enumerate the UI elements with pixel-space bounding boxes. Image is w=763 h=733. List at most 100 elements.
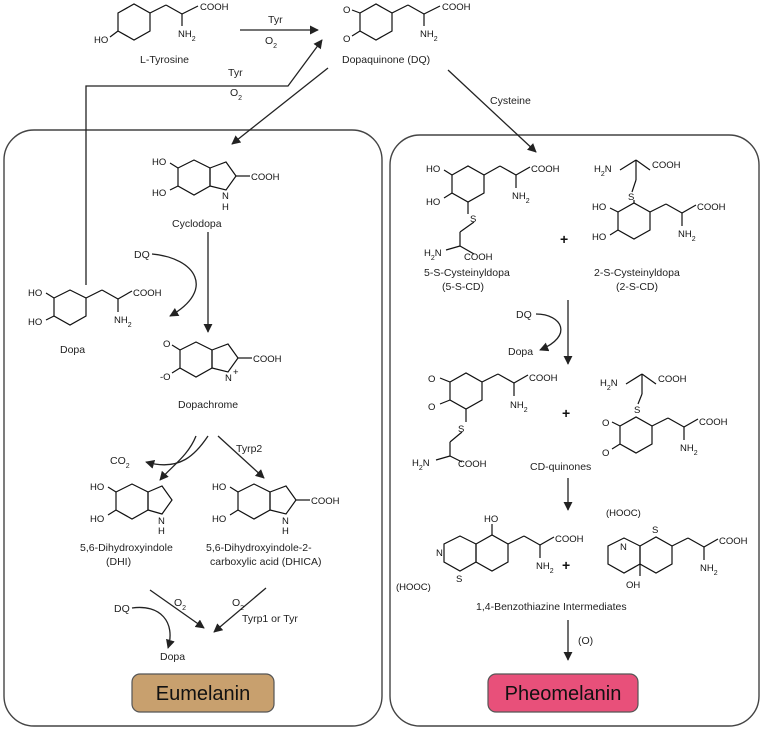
svg-text:N: N: [620, 542, 627, 553]
svg-text:S: S: [456, 574, 462, 585]
benzothiazine-label: 1,4-Benzothiazine Intermediates: [476, 601, 627, 613]
eumelanin-label: Eumelanin: [156, 683, 251, 705]
svg-text:COOH: COOH: [464, 252, 493, 263]
svg-text:COOH: COOH: [251, 172, 280, 183]
5-s-cysteinyldopa-structure: HO HO COOH NH2 S H2N COOH: [424, 164, 560, 263]
tyrp1-tyr-label: Tyrp1 or Tyr: [242, 613, 298, 625]
svg-text:HO: HO: [152, 188, 166, 199]
5-s-cd-label-line2: (5-S-CD): [442, 281, 484, 293]
svg-text:NH2: NH2: [512, 191, 530, 205]
dopa-structure: HO HO COOH NH2: [28, 288, 162, 329]
pheomelanin-label: Pheomelanin: [505, 683, 622, 705]
svg-text:COOH: COOH: [133, 288, 162, 299]
svg-text:H: H: [158, 526, 165, 537]
svg-text:O: O: [428, 374, 435, 385]
benzothiazine-right-structure: (HOOC) S N COOH NH2 OH: [606, 508, 748, 591]
benzothiazine-left-structure: HO COOH NH2 N S (HOOC): [396, 514, 584, 593]
svg-text:-O: -O: [160, 372, 171, 383]
svg-text:S: S: [458, 424, 464, 435]
svg-text:COOH: COOH: [200, 2, 229, 13]
svg-text:HO: HO: [592, 202, 606, 213]
plus-sign-3: +: [562, 557, 570, 573]
dopachrome-to-dhica-arrow: [217, 435, 265, 479]
svg-text:S: S: [470, 214, 476, 225]
svg-text:NH2: NH2: [680, 443, 698, 457]
svg-text:HO: HO: [212, 514, 226, 525]
svg-text:COOH: COOH: [529, 373, 558, 384]
svg-text:COOH: COOH: [697, 202, 726, 213]
svg-text:+: +: [233, 367, 239, 378]
pheomelanin-panel: [389, 134, 760, 727]
dhica-label-line1: 5,6-Dihydroxyindole-2-: [206, 542, 312, 554]
svg-text:NH2: NH2: [536, 561, 554, 575]
svg-text:NH2: NH2: [178, 29, 196, 43]
svg-text:O: O: [602, 448, 609, 459]
tyr-label: Tyr: [268, 14, 283, 26]
tyrosine-structure: COOH NH2 HO: [94, 2, 229, 46]
svg-text:N: N: [225, 373, 232, 384]
pheomelanin-box: [487, 673, 639, 713]
svg-text:H: H: [222, 202, 229, 213]
dopaquinone-label: Dopaquinone (DQ): [342, 54, 430, 66]
svg-text:S: S: [652, 525, 658, 536]
dopachrome-label: Dopachrome: [178, 399, 238, 411]
dq-label-eumelanin: DQ: [134, 249, 150, 261]
svg-text:HO: HO: [212, 482, 226, 493]
svg-text:HO: HO: [152, 157, 166, 168]
svg-text:O: O: [343, 5, 350, 16]
svg-text:COOH: COOH: [658, 374, 687, 385]
svg-text:(HOOC): (HOOC): [396, 582, 431, 593]
svg-text:COOH: COOH: [555, 534, 584, 545]
2-s-cd-label-line2: (2-S-CD): [616, 281, 658, 293]
svg-text:O: O: [163, 339, 170, 350]
dopa-label-pheomelanin: Dopa: [508, 346, 533, 358]
svg-text:O: O: [602, 418, 609, 429]
svg-text:NH2: NH2: [420, 29, 438, 43]
svg-text:N: N: [222, 191, 229, 202]
svg-text:HO: HO: [426, 197, 440, 208]
5-s-cd-label-line1: 5-S-Cysteinyldopa: [424, 267, 510, 279]
co2-label: CO2: [110, 455, 130, 470]
dopachrome-to-dhi-arrow: [159, 435, 197, 481]
dhi-label-line2: (DHI): [106, 556, 131, 568]
svg-text:N: N: [282, 516, 289, 527]
svg-text:HO: HO: [90, 514, 104, 525]
svg-text:COOH: COOH: [531, 164, 560, 175]
dhi-structure: HO HO N H: [90, 482, 173, 537]
svg-text:H2N: H2N: [424, 248, 442, 262]
svg-text:H2N: H2N: [600, 378, 618, 392]
svg-text:Tyr: Tyr: [228, 67, 243, 79]
tyrp2-label: Tyrp2: [236, 443, 262, 455]
svg-text:OH: OH: [626, 580, 640, 591]
cd-quinone-right-structure: H2N COOH S O O COOH NH2: [600, 373, 728, 459]
dq-to-dopa-bottom-arrow: [131, 606, 175, 649]
svg-text:HO: HO: [426, 164, 440, 175]
svg-text:H2N: H2N: [412, 458, 430, 472]
svg-text:COOH: COOH: [458, 459, 487, 470]
svg-text:COOH: COOH: [442, 2, 471, 13]
cyclodopa-label: Cyclodopa: [172, 218, 222, 230]
plus-sign-1: +: [560, 231, 568, 247]
svg-text:COOH: COOH: [311, 496, 340, 507]
svg-text:COOH: COOH: [719, 536, 748, 547]
dq-label-bottom: DQ: [114, 603, 130, 615]
dhica-label-line2: carboxylic acid (DHICA): [210, 556, 321, 568]
svg-text:HO: HO: [90, 482, 104, 493]
svg-text:COOH: COOH: [253, 354, 282, 365]
svg-text:O2: O2: [230, 87, 242, 102]
cd-quinones-label: CD-quinones: [530, 461, 591, 473]
cd-quinone-left-structure: O O COOH NH2 S H2N COOH: [412, 372, 558, 472]
cysteine-label: Cysteine: [490, 95, 531, 107]
svg-text:HO: HO: [28, 288, 42, 299]
co2-arrow: [145, 435, 209, 469]
dq-to-cyclodopa-arrow: [231, 67, 329, 145]
svg-text:COOH: COOH: [699, 417, 728, 428]
svg-text:NH2: NH2: [114, 315, 132, 329]
svg-text:H2N: H2N: [594, 164, 612, 178]
svg-text:O2: O2: [174, 597, 186, 612]
svg-text:NH2: NH2: [510, 400, 528, 414]
dhica-structure: HO HO COOH N H: [212, 482, 340, 537]
dhi-to-eumelanin-arrow: [149, 589, 205, 629]
dopachrome-structure: O -O COOH N +: [160, 339, 282, 384]
